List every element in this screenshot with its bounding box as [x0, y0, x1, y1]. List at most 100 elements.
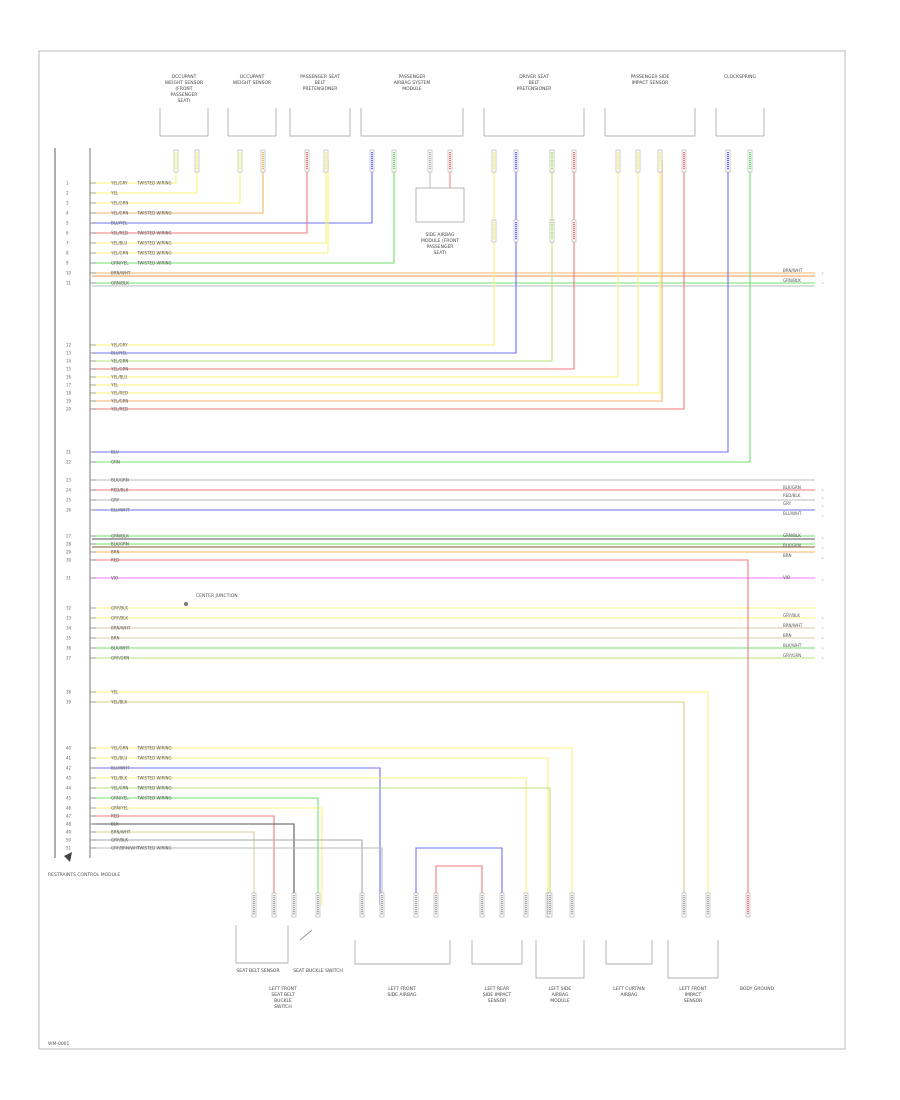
wire-color-label: YEL/GRN [110, 211, 128, 216]
wire-color-label: GRN/BLK [111, 534, 129, 539]
pin-number: 16 [66, 375, 72, 380]
right-arrow-icon: › [822, 514, 824, 519]
component-label: PRETENSIONER [517, 86, 552, 92]
component-label: BELT [529, 80, 540, 86]
right-wire-label: BLK/GRN [783, 485, 801, 490]
right-arrow-icon: › [822, 496, 824, 501]
wire-color-label: BLU/YEL [111, 351, 128, 356]
wire-top [92, 160, 329, 254]
bottom-component-label: MODULE [550, 998, 570, 1004]
component-label: (FRONT [175, 86, 192, 92]
wire-color-label: YEL/GRN [110, 251, 128, 256]
wire-bottom [92, 815, 275, 905]
wire-mid [92, 160, 619, 378]
mid-component-label: SEAT) [434, 250, 447, 256]
pin-number: 18 [66, 391, 72, 396]
component-label: OCCUPANT [240, 74, 265, 80]
wire-color-label: VIO [111, 576, 118, 581]
pin-number: 26 [66, 508, 72, 513]
pin-number: 45 [66, 796, 72, 801]
right-wire-label: BRN [783, 553, 792, 558]
wire-color-label: BLK/WHT [111, 646, 130, 651]
pin-number: 37 [66, 656, 72, 661]
wire-color-label: BLK [111, 822, 119, 827]
wire-top [92, 160, 308, 234]
right-wire-label: RED/BLK [783, 493, 801, 498]
pin-number: 34 [66, 626, 72, 631]
wire-color-label: YEL/GRN [110, 367, 128, 372]
pin-number: 31 [66, 576, 72, 581]
component-label: OCCUPANT [172, 74, 197, 80]
right-arrow-icon: › [822, 281, 824, 286]
pin-number: 23 [66, 478, 72, 483]
wire-color-label: GRY/GRN [111, 656, 129, 661]
wire-bottom [92, 847, 383, 905]
component-label: IMPACT SENSOR [632, 80, 669, 86]
bottom-component-label: IMPACT [685, 992, 702, 998]
wire-color-label: RED/BLK [111, 488, 129, 493]
bottom-component-label: LEFT CURTAIN [613, 986, 644, 992]
wire-color-label: YEL/GRN [110, 201, 128, 206]
wire-clockspring [92, 160, 751, 463]
pin-number: 11 [66, 281, 72, 286]
right-arrow-icon: › [822, 536, 824, 541]
component-label: PASSENGER SEAT [300, 74, 340, 80]
component-box [235, 925, 289, 964]
pin-number: 44 [66, 786, 72, 791]
pin-number: 51 [66, 846, 72, 851]
wire-color-label: BRN/WHT [111, 271, 131, 276]
pin-number: 30 [66, 558, 72, 563]
switch-contact-icon [299, 929, 313, 941]
bottom-component-label: LEFT FRONT [269, 986, 297, 992]
wire-color-label: BLK/GRN [111, 542, 129, 547]
twisted-label: TWISTED WIRING [136, 796, 172, 801]
wire-bottom [92, 839, 363, 905]
ground-symbol-icon [64, 852, 72, 862]
wire-bottom [92, 787, 551, 905]
pin-number: 17 [66, 383, 72, 388]
bottom-component-label: SWITCH [274, 1004, 292, 1010]
component-label: WEIGHT SENSOR [233, 80, 271, 86]
right-arrow-icon: › [822, 656, 824, 661]
bottom-component-label: AIRBAG [620, 992, 638, 998]
wire-top [92, 160, 373, 224]
right-wire-label: BRN/WHT [783, 623, 803, 628]
wire-bottom [92, 797, 319, 905]
twisted-label: TWISTED WIRING [136, 756, 172, 761]
wire-clockspring [92, 160, 729, 453]
twisted-label: TWISTED WIRING [136, 251, 172, 256]
twisted-label: TWISTED WIRING [136, 241, 172, 246]
control-module-label: RESTRAINTS CONTROL MODULE [48, 872, 120, 878]
pin-number: 24 [66, 488, 72, 493]
component-box [354, 940, 451, 965]
twisted-label: TWISTED WIRING [136, 231, 172, 236]
wire-mid [92, 160, 663, 402]
right-wire-label: GRN/BLK [783, 278, 801, 283]
wire-color-label: YEL/GRN [110, 399, 128, 404]
twisted-label: TWISTED WIRING [136, 786, 172, 791]
wire-color-label: GRN/YEL [111, 806, 129, 811]
wire-top [92, 160, 327, 244]
twisted-label: TWISTED WIRING [136, 746, 172, 751]
bottom-component-label: LEFT REAR [485, 986, 509, 992]
bottom-component-label: SEAT BELT [271, 992, 294, 998]
wire-color-label: GRY/BLK [111, 838, 128, 843]
wire-bottom [92, 757, 549, 905]
wire-color-label: BLU [111, 450, 119, 455]
component-label: MODULE [402, 86, 422, 92]
right-arrow-icon: › [822, 546, 824, 551]
wire-color-label: YEL/BLK [110, 776, 128, 781]
footer-code: WM-0001 [48, 1041, 70, 1047]
wire-color-label: YEL/BLU [110, 241, 127, 246]
pin-number: 42 [66, 766, 72, 771]
seat-belt-sensor-label: SEAT BELT SENSOR [236, 968, 279, 974]
wire-color-label: GRN [111, 460, 120, 465]
right-wire-label: BLK/GRN [783, 543, 801, 548]
wire-color-label: GRN/YEL [111, 261, 129, 266]
junction-dot-icon [184, 602, 188, 606]
pin-number: 43 [66, 776, 72, 781]
wire-color-label: YEL [110, 191, 119, 196]
component-box [715, 108, 765, 137]
wire-bottom [92, 777, 527, 905]
wire-color-label: YEL/GRN [110, 746, 128, 751]
